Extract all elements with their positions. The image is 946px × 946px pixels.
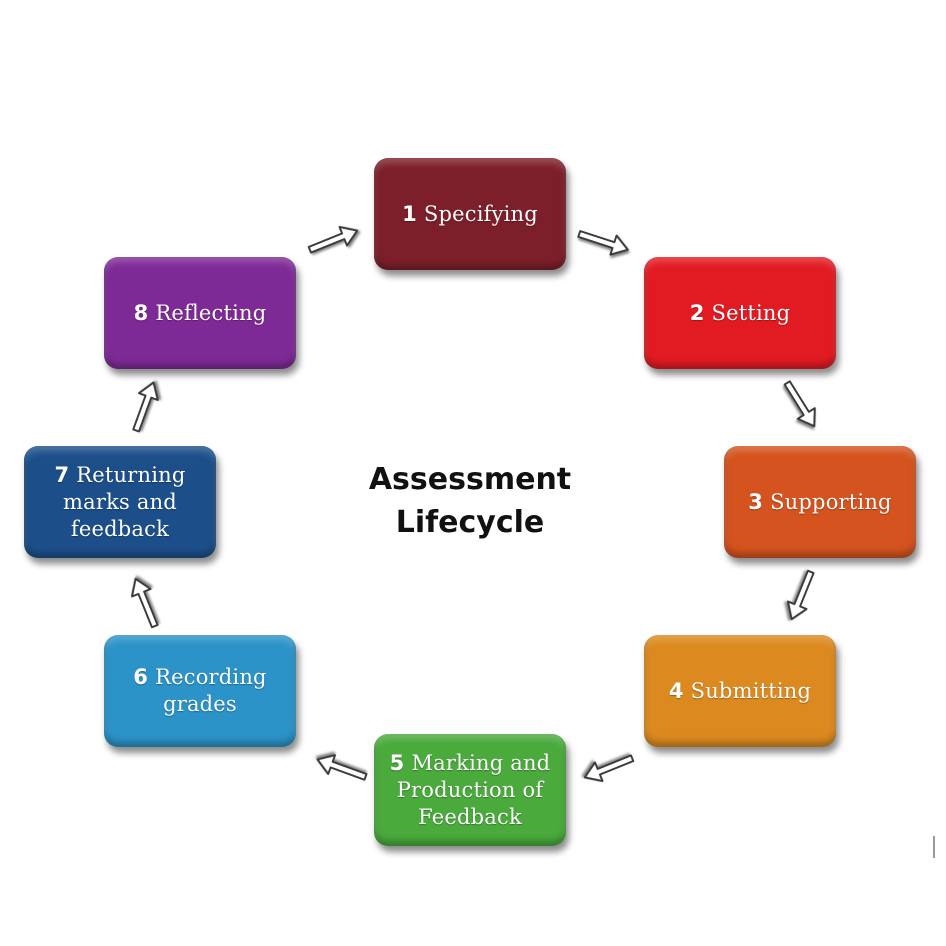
arrow-4-to-5 (583, 754, 635, 783)
diagram-title: Assessment Lifecycle (330, 458, 610, 544)
arrow-8-to-1 (307, 225, 359, 254)
title-line-2: Lifecycle (395, 505, 545, 540)
stage-number: 2 (689, 300, 705, 325)
arrow-7-to-8 (132, 381, 159, 433)
arrow-1-to-2 (577, 230, 629, 256)
stage-label: Setting (711, 300, 791, 325)
arrow-5-to-6 (316, 754, 368, 781)
stage-label: Returning marks and feedback (63, 462, 186, 541)
stage-number: 8 (133, 300, 149, 325)
stage-number: 7 (54, 462, 70, 487)
arrow-6-to-7 (130, 577, 159, 629)
stage-number: 3 (748, 489, 764, 514)
stage-number: 1 (402, 201, 417, 226)
stage-label: Specifying (423, 201, 538, 226)
stage-number: 6 (133, 665, 149, 689)
stage-label: Marking and Production of Feedback (396, 750, 551, 829)
title-line-1: Assessment (368, 462, 572, 497)
stage-number: 4 (668, 678, 684, 703)
stage-label: Recording grades (155, 665, 267, 716)
stage-label: Reflecting (155, 300, 267, 325)
edge-divider (933, 836, 935, 858)
arrow-2-to-3 (783, 380, 816, 428)
stage-number: 5 (389, 750, 405, 775)
stage-label: Supporting (770, 489, 892, 514)
stage-label: Submitting (690, 678, 812, 703)
arrow-3-to-4 (786, 569, 815, 621)
